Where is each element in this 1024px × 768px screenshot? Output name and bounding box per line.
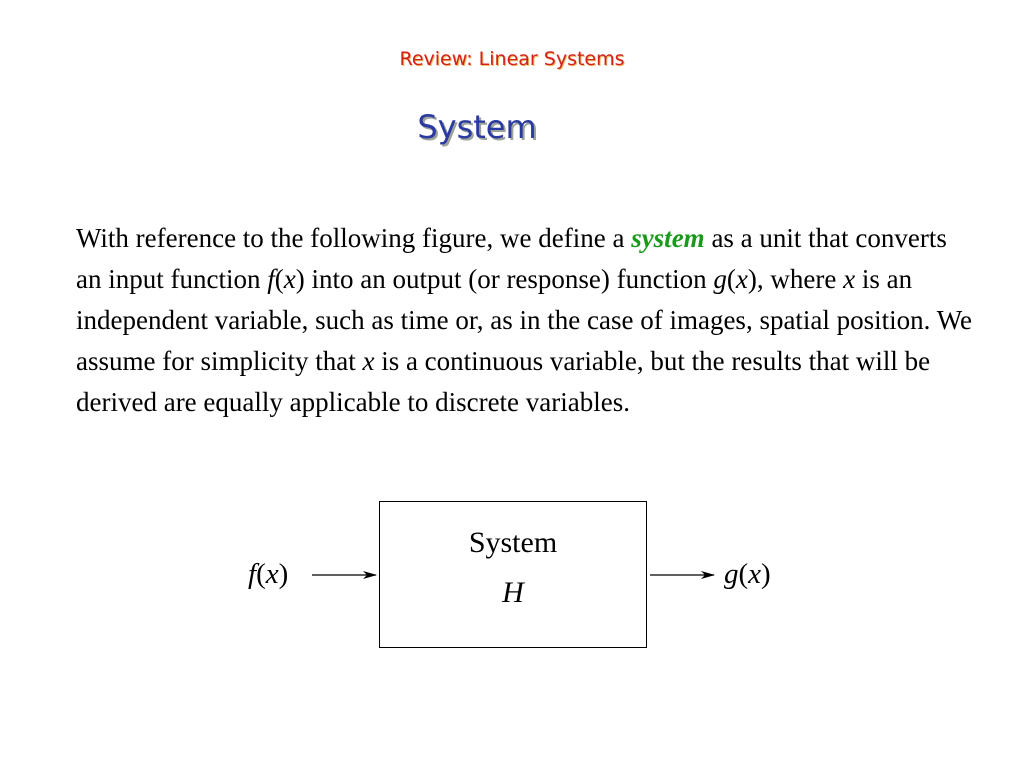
- input-func: f: [248, 558, 257, 590]
- math-symbol: x: [362, 346, 375, 376]
- math-paren: ): [747, 264, 757, 294]
- math-paren: ): [295, 264, 305, 294]
- system-emphasis: system: [631, 223, 705, 253]
- definition-paragraph: With reference to the following figure, …: [76, 218, 976, 423]
- input-function-label: f(x): [248, 558, 288, 591]
- math-symbol: f: [267, 264, 275, 294]
- input-var: x: [265, 558, 279, 590]
- input-open: (: [256, 558, 266, 590]
- paragraph-text: is a continuous variable, but the result…: [76, 346, 931, 417]
- system-box: [379, 501, 647, 648]
- slide-header: Review: Linear Systems: [399, 48, 625, 70]
- math-paren: (: [726, 264, 736, 294]
- output-var: x: [748, 558, 762, 590]
- math-symbol: x: [283, 264, 296, 294]
- math-symbol: x: [843, 264, 856, 294]
- output-function-label: g(x): [724, 558, 771, 591]
- system-box-label: System: [468, 526, 558, 559]
- paragraph-text: into an output (or response) function: [304, 264, 714, 294]
- slide-title: System: [417, 108, 537, 146]
- output-func: g: [724, 558, 739, 590]
- math-symbol: x: [735, 264, 748, 294]
- system-box-symbol: H: [502, 576, 524, 609]
- math-paren: (: [274, 264, 284, 294]
- paragraph-text: is an independent variable, such as time…: [76, 264, 972, 376]
- paragraph-text: With reference to the following figure, …: [76, 223, 632, 253]
- paragraph-text: , where: [756, 264, 844, 294]
- input-close: ): [278, 558, 289, 590]
- math-symbol: g: [713, 264, 727, 294]
- paragraph-text: as a unit that converts an input functio…: [76, 223, 947, 294]
- output-open: (: [738, 558, 749, 590]
- output-close: ): [761, 558, 771, 590]
